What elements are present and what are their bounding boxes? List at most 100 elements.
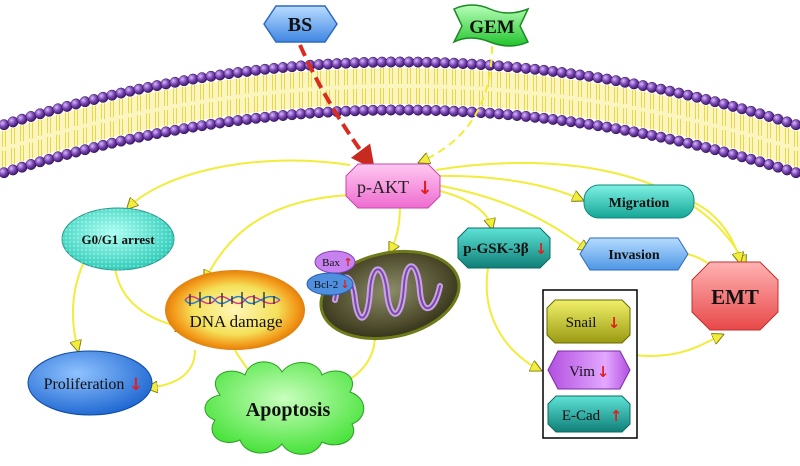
snail-label: Snail — [566, 315, 597, 331]
lipid-head — [709, 96, 721, 108]
lipid-tail — [614, 86, 618, 103]
lipid-tail — [236, 78, 240, 95]
lipid-head — [169, 76, 181, 88]
lipid-tail — [668, 117, 672, 134]
pathway-arrows — [73, 45, 745, 388]
arrow-gem-to-pakt — [420, 45, 493, 162]
lipid-tail — [704, 125, 708, 142]
cell-membrane — [0, 56, 800, 179]
lipid-tail — [785, 127, 789, 144]
lipid-tail — [344, 69, 348, 86]
arrow-snail-to-emt — [631, 335, 722, 357]
lipid-head — [790, 167, 800, 179]
lipid-head — [160, 126, 172, 138]
lipid-head — [637, 128, 649, 140]
lipid-tail — [11, 147, 15, 164]
bax-label: Bax — [322, 257, 340, 269]
lipid-head — [610, 123, 622, 135]
lipid-head — [619, 124, 631, 136]
lipid-head — [655, 83, 667, 95]
lipid-tail — [47, 137, 51, 154]
lipid-tail — [407, 88, 411, 104]
lipid-tail — [398, 68, 402, 84]
lipid-head — [745, 153, 757, 165]
lipid-head — [88, 142, 100, 153]
lipid-tail — [758, 139, 762, 156]
lipid-head — [115, 87, 127, 99]
bax-up-indicator: ↑ — [343, 256, 352, 269]
emt-node: EMT — [691, 261, 779, 331]
lipid-tail — [776, 125, 780, 142]
arrow-pakt-to-gsk — [435, 189, 492, 228]
lipid-head — [205, 70, 217, 82]
lipid-tail — [299, 71, 303, 88]
lipid-head — [214, 69, 226, 81]
lipid-tail — [56, 114, 60, 131]
gem-label: GEM — [469, 17, 514, 38]
lipid-head — [538, 112, 550, 124]
lipid-tail — [83, 107, 87, 124]
lipid-tail — [650, 113, 654, 130]
lipid-head — [691, 91, 703, 103]
lipid-tail — [191, 105, 195, 122]
lipid-tail — [308, 91, 312, 108]
g0g1-node: G0/G1 arrest — [61, 207, 175, 271]
mitochondrion — [319, 249, 461, 341]
lipid-tail — [776, 145, 780, 162]
lipid-tail — [335, 69, 339, 86]
lipid-tail — [236, 98, 240, 115]
lipid-head — [106, 137, 118, 149]
lipid-head — [196, 120, 208, 132]
lipid-tail — [209, 82, 213, 99]
lipid-tail — [677, 99, 681, 116]
lipid-head — [205, 118, 217, 130]
lipid-tail — [245, 97, 249, 114]
lipid-head — [601, 73, 613, 85]
arrow-gsk-to-snail — [485, 267, 540, 370]
emt-label: EMT — [711, 285, 759, 309]
lipid-tail — [191, 85, 195, 102]
lipid-head — [637, 80, 649, 92]
lipid-tail — [164, 89, 168, 106]
proliferation-down-indicator: ↓ — [129, 375, 143, 395]
lipid-tail — [362, 88, 366, 105]
lipid-tail — [749, 137, 753, 154]
gem-node: GEM — [452, 4, 530, 47]
lipid-tail — [38, 139, 42, 156]
lipid-head — [187, 73, 199, 85]
lipid-tail — [254, 76, 258, 93]
migration-node: Migration — [583, 184, 695, 219]
lipid-tail — [65, 132, 69, 149]
lipid-head — [151, 128, 163, 140]
bcl2-label: Bcl-2 — [314, 279, 338, 291]
vim-node: Vim ↓ — [547, 350, 631, 390]
lipid-head — [583, 70, 595, 82]
lipid-tail — [416, 88, 420, 105]
lipid-tail — [371, 88, 375, 105]
lipid-head — [547, 65, 559, 77]
arrow-pakt-to-invasion — [435, 184, 588, 250]
lipid-head — [241, 113, 253, 125]
lipid-head — [619, 76, 631, 88]
lipid-tail — [92, 125, 96, 142]
lipid-tail — [551, 77, 555, 94]
pgsk3b-node: p-GSK-3β ↓ — [457, 227, 551, 269]
lipid-tail — [659, 115, 663, 132]
lipid-tail — [227, 79, 231, 96]
lipid-tail — [173, 108, 177, 125]
invasion-label: Invasion — [608, 248, 660, 263]
lipid-tail — [713, 107, 717, 124]
lipid-head — [673, 135, 685, 147]
lipid-tail — [641, 91, 645, 108]
lipid-head — [196, 72, 208, 84]
lipid-head — [790, 119, 800, 131]
lipid-tail — [587, 82, 591, 99]
lipid-tail — [83, 127, 87, 144]
lipid-tail — [290, 72, 294, 89]
lipid-tail — [92, 105, 96, 122]
pakt-node: p-AKT ↓ — [345, 163, 441, 209]
lipid-tail — [758, 119, 762, 136]
lipid-tail — [497, 71, 501, 88]
lipid-tail — [434, 88, 438, 105]
lipid-tail — [56, 134, 60, 151]
